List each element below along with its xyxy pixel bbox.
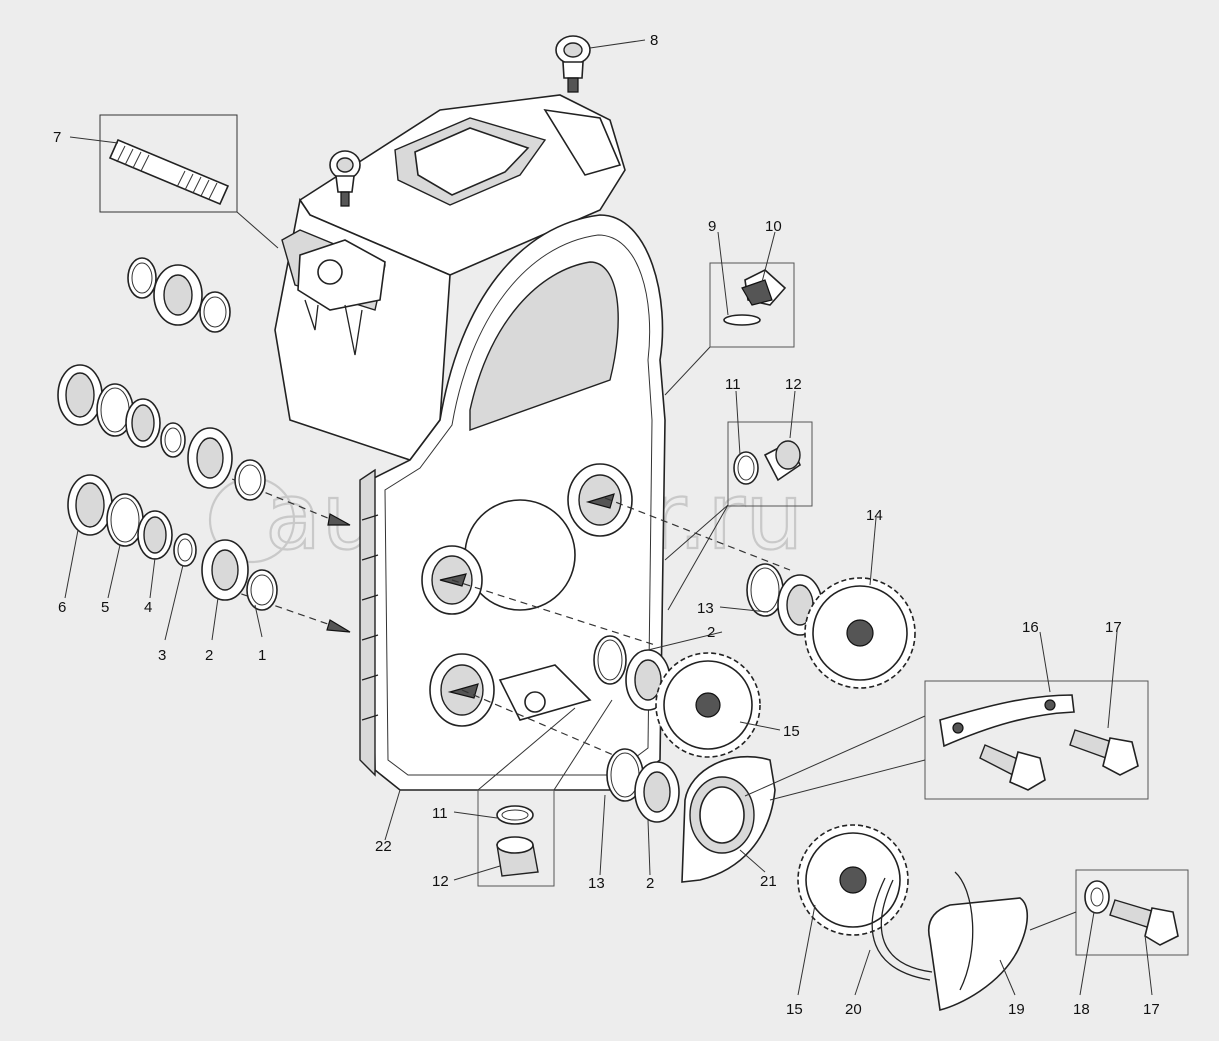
- callout-7: 7: [53, 129, 61, 146]
- part-gear-15-lower: [797, 824, 909, 936]
- callout-21: 21: [760, 873, 777, 890]
- callout-1: 1: [258, 647, 266, 664]
- callout-11-lower: 11: [432, 805, 448, 822]
- callout-2-right: 2: [707, 624, 715, 641]
- gearbox-housing: [274, 94, 666, 791]
- callout-16: 16: [1022, 619, 1039, 636]
- detail-box-11-12-lower: [477, 789, 555, 887]
- callout-11-upper: 11: [725, 376, 741, 393]
- callout-14: 14: [866, 507, 883, 524]
- part-cover-21: [681, 755, 776, 883]
- callout-17-lower: 17: [1143, 1001, 1160, 1018]
- callout-12-upper: 12: [785, 376, 802, 393]
- part-plug-12-upper: [733, 440, 801, 485]
- callout-9: 9: [708, 218, 716, 235]
- callout-12-lower: 12: [432, 873, 449, 890]
- part-gear-14: [804, 577, 916, 689]
- part-eye-bolt-top: [555, 35, 591, 93]
- leader-lines: [64, 39, 1153, 996]
- part-bolt-17-box: [979, 729, 1139, 791]
- callout-19: 19: [1008, 1001, 1025, 1018]
- part-cover-19: [928, 897, 1029, 1011]
- part-lower-bearing-set: [606, 748, 680, 823]
- detail-box-9-10: [709, 262, 795, 348]
- callout-10: 10: [765, 218, 782, 235]
- callout-4: 4: [144, 599, 152, 616]
- callout-22: 22: [375, 838, 392, 855]
- callout-13-lower: 13: [588, 875, 605, 892]
- detail-box-11-12-upper: [727, 421, 813, 507]
- part-gasket-20: [871, 871, 974, 991]
- callout-17-upper: 17: [1105, 619, 1122, 636]
- part-upper-shaft-set: [57, 364, 266, 501]
- part-lower-shaft-set: [67, 474, 278, 611]
- callout-20: 20: [845, 1001, 862, 1018]
- part-plate-16: [939, 694, 1075, 748]
- callout-15-upper: 15: [783, 723, 800, 740]
- callout-8: 8: [650, 32, 658, 49]
- callout-18: 18: [1073, 1001, 1090, 1018]
- axis-arrow-icon: [327, 513, 351, 526]
- detail-box-16-17: [924, 680, 1149, 800]
- callout-15-lower: 15: [786, 1001, 803, 1018]
- part-eye-bolt-housing: [329, 150, 361, 207]
- part-gear-15-upper: [655, 652, 761, 758]
- callout-3: 3: [158, 647, 166, 664]
- part-plug-12-lower: [496, 805, 539, 877]
- axis-arrow-icon: [326, 619, 351, 633]
- callout-2-left: 2: [205, 647, 213, 664]
- callout-13-upper: 13: [697, 600, 714, 617]
- callout-5: 5: [101, 599, 109, 616]
- part-upper-seals: [127, 257, 231, 333]
- part-stud: [108, 138, 230, 206]
- part-o-ring-9: [723, 314, 761, 326]
- part-plug-10: [723, 269, 787, 326]
- callout-6: 6: [58, 599, 66, 616]
- callout-2-lower: 2: [646, 875, 654, 892]
- part-bolt-17-washer-18: [1084, 880, 1179, 946]
- callout-labels: 8 7 9 10 11 12 14 13 2 16 17 15 11 22 12…: [53, 32, 1160, 1018]
- assembly-axes: [209, 469, 791, 761]
